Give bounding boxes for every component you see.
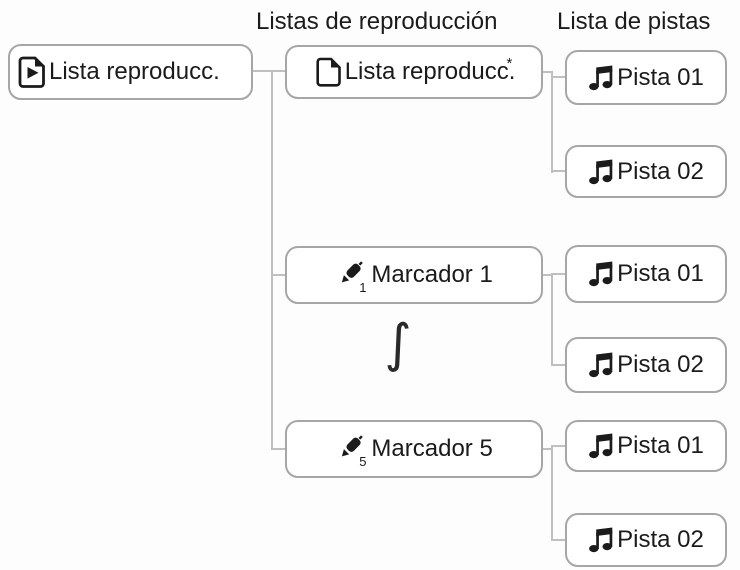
music-note-icon bbox=[589, 352, 613, 378]
connector-line bbox=[271, 274, 287, 276]
marker-icon bbox=[342, 435, 363, 457]
playlist-file-label: Lista reproducc. bbox=[344, 58, 516, 85]
connector-line bbox=[551, 445, 553, 540]
connector-line bbox=[551, 76, 567, 78]
track-label: Pista 01 bbox=[617, 63, 704, 91]
track-node: Pista 01 bbox=[565, 420, 727, 472]
marker-5-label: Marcador 5 bbox=[371, 435, 493, 462]
continuation-mark: ∫ bbox=[384, 314, 412, 374]
connector-line bbox=[551, 445, 567, 447]
playlists-column-header: Listas de reproducción bbox=[256, 8, 498, 35]
music-note-icon bbox=[589, 527, 613, 553]
track-node: Pista 02 bbox=[565, 145, 727, 198]
track-node: Pista 02 bbox=[565, 513, 727, 567]
marker-1-node: 1 Marcador 1 bbox=[285, 246, 543, 304]
marker-1-label: Marcador 1 bbox=[371, 261, 493, 288]
root-playlist-node: Lista reproducc. bbox=[8, 44, 253, 100]
playlist-file-icon bbox=[18, 56, 45, 88]
connector-line bbox=[551, 539, 567, 541]
footnote-asterisk: * bbox=[506, 54, 513, 72]
tracks-column-header: Lista de pistas bbox=[557, 8, 711, 35]
track-label: Pista 01 bbox=[617, 432, 704, 459]
track-label: Pista 02 bbox=[617, 351, 704, 378]
connector-line bbox=[271, 70, 273, 449]
music-note-icon bbox=[589, 261, 613, 287]
document-icon bbox=[316, 57, 341, 87]
track-label: Pista 02 bbox=[617, 157, 704, 185]
connector-line bbox=[253, 70, 287, 72]
playlist-file-node: Lista reproducc.* bbox=[285, 45, 543, 99]
track-node: Pista 01 bbox=[565, 50, 727, 105]
connector-line bbox=[551, 273, 567, 275]
connector-line bbox=[551, 71, 553, 173]
connector-line bbox=[271, 448, 287, 450]
track-node: Pista 01 bbox=[565, 245, 727, 303]
track-node: Pista 02 bbox=[565, 337, 727, 393]
connector-line bbox=[543, 448, 553, 450]
marker-number: 1 bbox=[359, 280, 367, 295]
marker-number: 5 bbox=[359, 454, 367, 469]
track-label: Pista 01 bbox=[617, 260, 704, 287]
music-note-icon bbox=[589, 433, 613, 459]
connector-line bbox=[551, 273, 553, 366]
connector-line bbox=[543, 274, 553, 276]
marker-icon bbox=[342, 261, 363, 283]
marker-5-node: 5 Marcador 5 bbox=[285, 420, 543, 478]
track-label: Pista 02 bbox=[617, 526, 704, 553]
music-note-icon bbox=[589, 65, 613, 90]
connector-line bbox=[551, 170, 567, 172]
music-note-icon bbox=[589, 159, 613, 184]
connector-line bbox=[543, 71, 553, 73]
root-playlist-label: Lista reproducc. bbox=[49, 58, 220, 85]
connector-line bbox=[551, 364, 567, 366]
